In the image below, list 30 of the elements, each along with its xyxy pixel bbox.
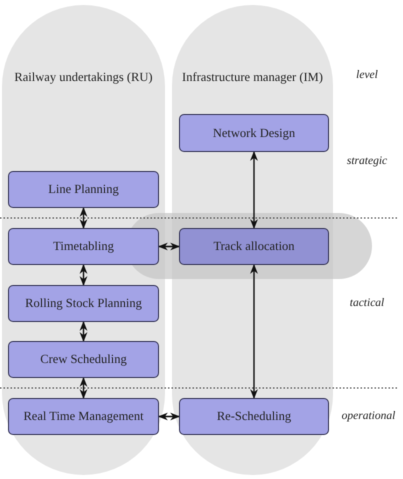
box-label: Real Time Management xyxy=(23,408,144,426)
level-label: level xyxy=(355,68,379,83)
double-arrow xyxy=(250,264,258,399)
double-arrow xyxy=(80,377,88,399)
double-arrow xyxy=(80,264,88,286)
box-label: Timetabling xyxy=(53,238,114,256)
box-label: Crew Scheduling xyxy=(40,351,127,368)
double-arrow xyxy=(158,242,180,250)
box-label: Network Design xyxy=(212,124,296,142)
process-box xyxy=(179,114,329,152)
double-arrow xyxy=(80,321,88,342)
process-box xyxy=(8,398,159,435)
double-arrow xyxy=(80,207,88,229)
level-label: operational xyxy=(340,409,396,424)
process-box xyxy=(8,341,159,378)
process-box xyxy=(179,398,329,435)
box-label: Re-Scheduling xyxy=(216,408,292,426)
lane-heading: Railway undertakings (RU) xyxy=(13,69,154,86)
lane-heading: Infrastructure manager (IM) xyxy=(181,69,324,86)
process-box xyxy=(8,228,159,265)
double-arrow xyxy=(250,151,258,229)
process-box xyxy=(179,228,329,265)
process-box xyxy=(8,285,159,322)
box-label: Line Planning xyxy=(48,181,119,198)
process-box xyxy=(8,171,159,208)
box-label: Rolling Stock Planning xyxy=(25,295,142,312)
level-label: tactical xyxy=(348,296,386,311)
double-arrow xyxy=(158,412,180,420)
level-label: strategic xyxy=(346,154,388,169)
box-label: Track allocation xyxy=(213,238,295,256)
